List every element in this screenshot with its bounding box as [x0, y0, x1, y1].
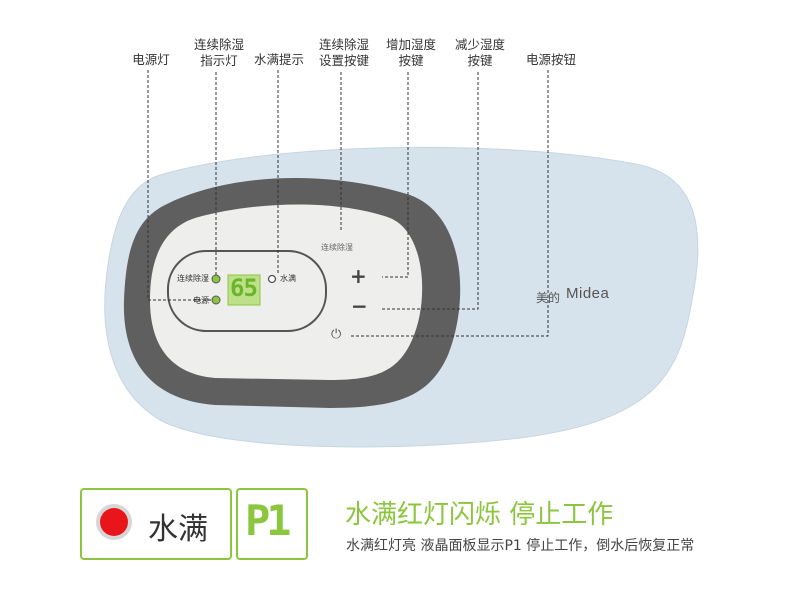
increase-humidity-button[interactable]: +: [350, 264, 367, 288]
control-panel-face: [150, 204, 423, 380]
callout-power-light: 电源灯: [132, 52, 170, 67]
power-button-icon[interactable]: ⏻: [331, 327, 342, 342]
led-display-screen: [227, 274, 261, 306]
red-light-icon: [96, 504, 132, 540]
water-full-indicator-led: [267, 274, 277, 284]
power-indicator-label: 电源: [193, 296, 209, 305]
continuous-button-label: 连续除湿: [321, 243, 353, 252]
indicator-frame: [167, 250, 327, 332]
callout-continuous-button: 连续除湿 设置按键: [318, 37, 370, 68]
caption-title: 水满红灯闪烁 停止工作: [345, 500, 614, 530]
continuous-indicator-led: [211, 274, 221, 284]
power-indicator-led: [211, 295, 221, 305]
callout-power-button: 电源按钮: [525, 52, 577, 67]
water-full-status-box: 水满: [80, 488, 232, 560]
decrease-humidity-button[interactable]: −: [351, 294, 368, 318]
callout-continuous-light: 连续除湿 指示灯: [193, 37, 245, 68]
water-full-status-label: 水满: [148, 512, 208, 547]
brand-logo-english: Midea: [566, 285, 610, 302]
continuous-indicator-label: 连续除湿: [177, 274, 209, 283]
callout-leader-lines: [147, 70, 549, 337]
brand-chinese: 美的: [536, 291, 561, 305]
p1-display-code: P1: [245, 496, 292, 545]
callout-increase-button: 增加湿度 按键: [385, 37, 437, 68]
led-display-value: 65: [230, 274, 258, 302]
callout-decrease-button: 减少湿度 按键: [454, 37, 506, 68]
callout-water-full-hint: 水满提示: [253, 52, 305, 67]
caption-subtitle: 水满红灯亮 液晶面板显示P1 停止工作，倒水后恢复正常: [346, 538, 695, 554]
p1-display-box: P1: [236, 488, 308, 560]
water-full-indicator-label: 水满: [280, 274, 296, 283]
